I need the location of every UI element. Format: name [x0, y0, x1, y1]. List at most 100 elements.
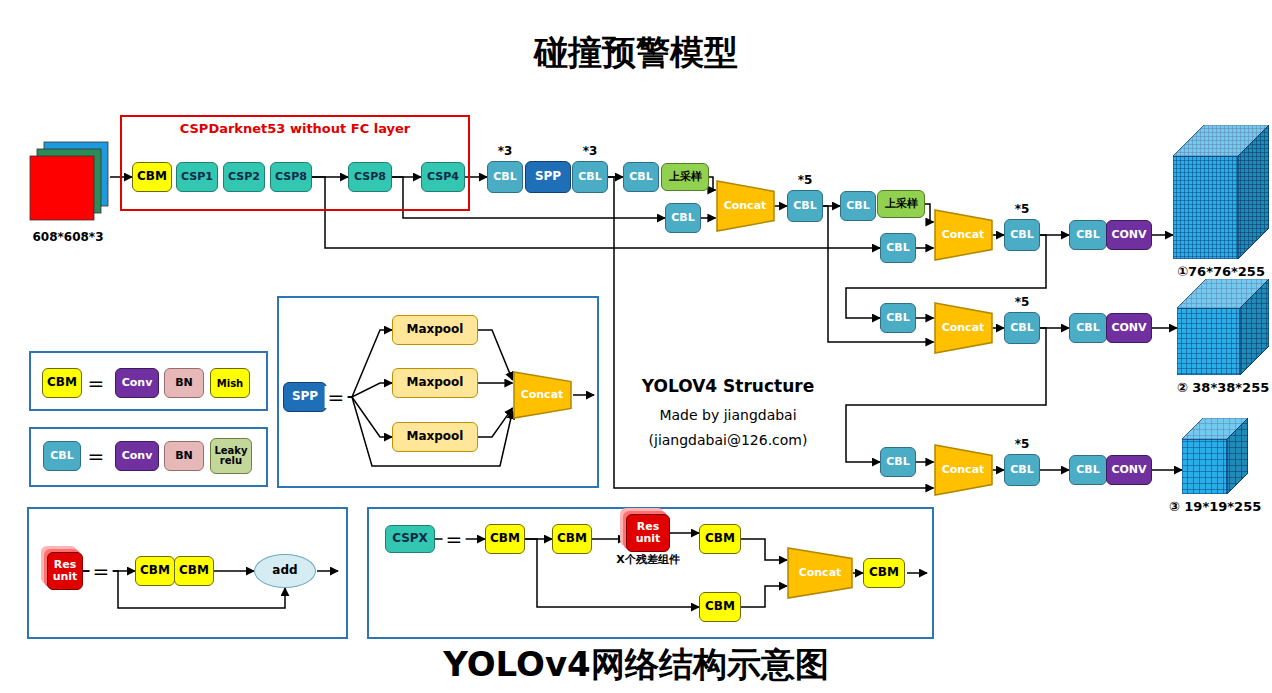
cblh-node: *5CBL [1004, 219, 1040, 251]
connector [670, 532, 699, 534]
connector [993, 327, 1005, 329]
output-arrow [317, 570, 338, 572]
connector [478, 330, 513, 380]
conv-node: Conv [115, 441, 159, 471]
concat-node: Concat [934, 444, 993, 496]
repeat-count: *5 [1005, 296, 1039, 309]
connector [478, 382, 513, 384]
concat-node: Concat [934, 302, 993, 354]
bn-node: BN [164, 368, 204, 398]
cbm-node: CBM [485, 524, 525, 554]
connector [1152, 234, 1173, 236]
connector [709, 177, 716, 190]
diagram-caption: YOLOv4网络结构示意图 [0, 646, 1272, 683]
cbm-node: CBM [552, 524, 592, 554]
node-text: CBL [886, 312, 909, 324]
node-text: CBL [886, 242, 909, 254]
cbm-node: CBM [699, 592, 741, 622]
cblh-node: *5CBL [787, 190, 823, 222]
spp-node: SPP [525, 161, 571, 193]
cblh-node: *5CBL [1004, 312, 1040, 344]
node-text: Concat [521, 389, 564, 401]
cbl-node: CBL [665, 203, 701, 233]
node-text: SPP [292, 390, 318, 403]
node-text: Maxpool [407, 323, 464, 336]
node-text: CBL [50, 450, 73, 462]
cbl-node: CBL [43, 441, 81, 471]
annotation: = [88, 445, 105, 467]
input-image [26, 140, 110, 224]
node-text: CBL [886, 456, 909, 468]
red-node: CBMCSP1CSP2CSP8CSP8CSP4CSPDarknet53 with… [120, 115, 470, 211]
node-text: CBL [493, 171, 516, 183]
node-text: CBL [671, 212, 694, 224]
cbl-node: CBL [1069, 313, 1107, 343]
definition-panel [368, 508, 933, 638]
concat-node: Concat [787, 547, 853, 599]
node-text: 上采样 [669, 171, 702, 183]
conv-node: CONV [1106, 455, 1152, 485]
connector [823, 206, 934, 342]
connector [853, 572, 863, 574]
repeat-count: *3 [488, 145, 522, 158]
leaky-node: Leaky relu [210, 438, 252, 474]
annotation: (jiangdabai@126.com) [649, 433, 808, 448]
connector [1040, 469, 1069, 471]
csp-node: CSP2 [223, 162, 265, 192]
annotation: YOLOV4 Structure [642, 377, 814, 396]
node-text: CSP8 [275, 171, 307, 183]
connector [993, 469, 1005, 471]
definition-panel [30, 352, 267, 410]
node-text: CBM [557, 532, 587, 545]
cube-node: ①76*76*255 [1173, 125, 1269, 279]
cbl-node: CBL [623, 162, 659, 192]
node-text: CBL [578, 171, 601, 183]
spp-node: SPP [283, 382, 327, 412]
annotation: = [90, 560, 113, 582]
connector [701, 217, 716, 219]
node-text: CBM [137, 170, 167, 183]
tensor-cube [1182, 418, 1248, 494]
cbm-node: CBM [863, 558, 905, 588]
node-text: CONV [1111, 322, 1146, 334]
annotation: = [325, 386, 348, 408]
cbl-node: CBL [880, 233, 916, 263]
maxpool-node: Maxpool [392, 368, 478, 398]
conv-node: CONV [1106, 220, 1152, 250]
node-text: CSPX [392, 532, 428, 545]
shape-caption: ② 38*38*255 [1177, 381, 1269, 395]
cube-node: ③ 19*19*255 [1182, 418, 1248, 514]
node-text: BN [175, 377, 193, 389]
node-text: CBL [1010, 322, 1033, 334]
resx-node: Res unitX个残差组件 [626, 514, 670, 552]
connector [478, 408, 513, 437]
shape-caption: 608*608*3 [33, 231, 104, 244]
diagram-title: 碰撞预警模型 [0, 34, 1272, 71]
cbm-node: CBM [42, 368, 82, 398]
repeat-count: *3 [573, 145, 607, 158]
node-text: CBL [1076, 464, 1099, 476]
output-arrow [907, 572, 927, 574]
node-text: CBL [846, 200, 869, 212]
node-text: Concat [942, 229, 985, 241]
connector [916, 461, 934, 463]
node-text: CBM [179, 564, 209, 577]
node-text: Concat [799, 567, 842, 579]
node-text: CBL [629, 171, 652, 183]
shape-caption: ①76*76*255 [1177, 265, 1265, 279]
node-text: CBM [140, 564, 170, 577]
node-caption: X个残差组件 [616, 554, 679, 566]
up-node: 上采样 [877, 190, 925, 218]
bn-node: BN [164, 441, 204, 471]
cblh-node: *5CBL [1004, 454, 1040, 486]
node-text: CBM [869, 566, 899, 579]
cbl-node: CBL [880, 447, 916, 477]
csp-node: CSP4 [421, 162, 465, 192]
img-node: 608*608*3 [26, 140, 110, 244]
node-text: Res unit [627, 521, 669, 544]
node-text: BN [175, 450, 193, 462]
node-text: Maxpool [407, 430, 464, 443]
definition-panel [278, 297, 598, 487]
cbm-node: CBM [132, 162, 172, 192]
connector [775, 205, 788, 207]
